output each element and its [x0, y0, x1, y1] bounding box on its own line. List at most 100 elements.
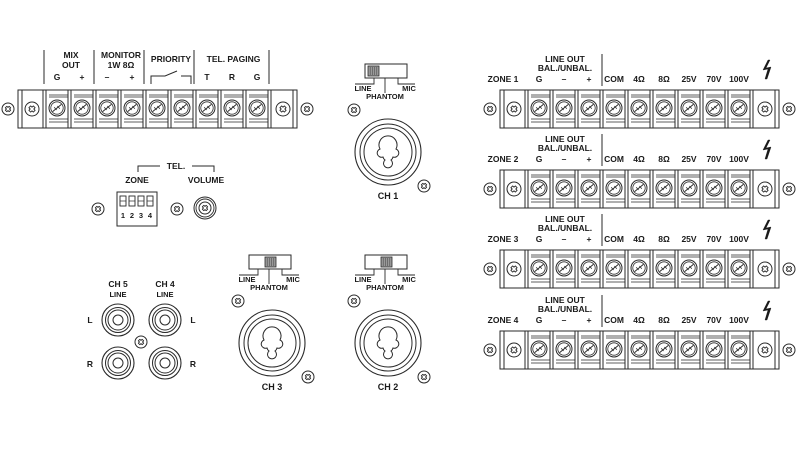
terminal-screw-icon[interactable]	[555, 179, 573, 197]
rca-jack[interactable]	[148, 303, 182, 337]
terminal-screw-icon[interactable]	[655, 340, 673, 358]
terminal[interactable]	[173, 90, 197, 128]
terminal-screw-icon[interactable]	[555, 99, 573, 117]
terminal[interactable]	[530, 331, 554, 369]
terminal-screw-icon[interactable]	[248, 99, 266, 117]
terminal-screw-icon[interactable]	[680, 99, 698, 117]
terminal-screw-icon[interactable]	[73, 99, 91, 117]
terminal-screw-icon[interactable]	[655, 179, 673, 197]
volume-knob[interactable]	[193, 196, 217, 220]
terminal[interactable]	[680, 331, 704, 369]
terminal-screw-icon[interactable]	[555, 340, 573, 358]
terminal-screw-icon[interactable]	[148, 99, 166, 117]
terminal-screw-icon[interactable]	[580, 179, 598, 197]
terminal[interactable]	[605, 331, 629, 369]
terminal[interactable]	[705, 170, 729, 208]
terminal-screw-icon[interactable]	[98, 99, 116, 117]
terminal[interactable]	[73, 90, 97, 128]
terminal-screw-icon[interactable]	[630, 259, 648, 277]
terminal-screw-icon[interactable]	[173, 99, 191, 117]
terminal-screw-icon[interactable]	[530, 259, 548, 277]
xlr-combo-jack[interactable]	[354, 118, 422, 186]
terminal-screw-icon[interactable]	[680, 259, 698, 277]
terminal-screw-icon[interactable]	[680, 179, 698, 197]
terminal-screw-icon[interactable]	[630, 99, 648, 117]
terminal[interactable]	[530, 90, 554, 128]
terminal-screw-icon[interactable]	[630, 340, 648, 358]
terminal[interactable]	[630, 250, 654, 288]
terminal[interactable]	[630, 331, 654, 369]
terminal-screw-icon[interactable]	[730, 99, 748, 117]
terminal-screw-icon[interactable]	[605, 259, 623, 277]
terminal[interactable]	[605, 170, 629, 208]
terminal[interactable]	[48, 90, 72, 128]
terminal[interactable]	[555, 170, 579, 208]
phantom-switch-knob[interactable]	[264, 256, 277, 268]
dip-switch-toggle[interactable]: 4	[146, 195, 154, 220]
phantom-switch-knob[interactable]	[367, 65, 380, 77]
terminal[interactable]	[223, 90, 247, 128]
terminal-screw-icon[interactable]	[123, 99, 141, 117]
terminal-screw-icon[interactable]	[605, 179, 623, 197]
terminal[interactable]	[655, 250, 679, 288]
terminal[interactable]	[730, 331, 754, 369]
terminal-screw-icon[interactable]	[605, 99, 623, 117]
terminal[interactable]	[605, 90, 629, 128]
terminal[interactable]	[555, 90, 579, 128]
terminal[interactable]	[705, 331, 729, 369]
terminal-screw-icon[interactable]	[555, 259, 573, 277]
terminal-screw-icon[interactable]	[705, 259, 723, 277]
terminal[interactable]	[198, 90, 222, 128]
terminal-screw-icon[interactable]	[655, 259, 673, 277]
terminal[interactable]	[555, 331, 579, 369]
terminal-screw-icon[interactable]	[580, 340, 598, 358]
terminal[interactable]	[555, 250, 579, 288]
terminal-screw-icon[interactable]	[730, 179, 748, 197]
terminal[interactable]	[630, 170, 654, 208]
terminal[interactable]	[248, 90, 272, 128]
terminal[interactable]	[705, 90, 729, 128]
terminal[interactable]	[580, 331, 604, 369]
terminal-screw-icon[interactable]	[198, 99, 216, 117]
terminal[interactable]	[680, 170, 704, 208]
terminal[interactable]	[580, 90, 604, 128]
terminal[interactable]	[580, 250, 604, 288]
terminal-screw-icon[interactable]	[705, 99, 723, 117]
terminal[interactable]	[730, 170, 754, 208]
terminal-screw-icon[interactable]	[705, 340, 723, 358]
terminal-screw-icon[interactable]	[730, 340, 748, 358]
dip-switch-toggle[interactable]: 3	[137, 195, 145, 220]
phantom-switch-knob[interactable]	[380, 256, 393, 268]
terminal-screw-icon[interactable]	[48, 99, 66, 117]
terminal-screw-icon[interactable]	[223, 99, 241, 117]
terminal-screw-icon[interactable]	[680, 340, 698, 358]
xlr-combo-jack[interactable]	[238, 309, 306, 377]
terminal[interactable]	[148, 90, 172, 128]
rca-jack[interactable]	[148, 346, 182, 380]
terminal[interactable]	[123, 90, 147, 128]
terminal[interactable]	[680, 250, 704, 288]
terminal-screw-icon[interactable]	[580, 259, 598, 277]
terminal-screw-icon[interactable]	[530, 99, 548, 117]
terminal-screw-icon[interactable]	[580, 99, 598, 117]
terminal[interactable]	[730, 250, 754, 288]
terminal[interactable]	[530, 170, 554, 208]
terminal[interactable]	[680, 90, 704, 128]
terminal-screw-icon[interactable]	[655, 99, 673, 117]
terminal[interactable]	[655, 90, 679, 128]
terminal[interactable]	[730, 90, 754, 128]
terminal-screw-icon[interactable]	[630, 179, 648, 197]
dip-switch-toggle[interactable]: 1	[119, 195, 127, 220]
terminal[interactable]	[655, 170, 679, 208]
terminal[interactable]	[98, 90, 122, 128]
rca-jack[interactable]	[101, 303, 135, 337]
terminal[interactable]	[605, 250, 629, 288]
terminal-screw-icon[interactable]	[530, 179, 548, 197]
terminal-screw-icon[interactable]	[605, 340, 623, 358]
dip-switch-toggle[interactable]: 2	[128, 195, 136, 220]
terminal[interactable]	[630, 90, 654, 128]
